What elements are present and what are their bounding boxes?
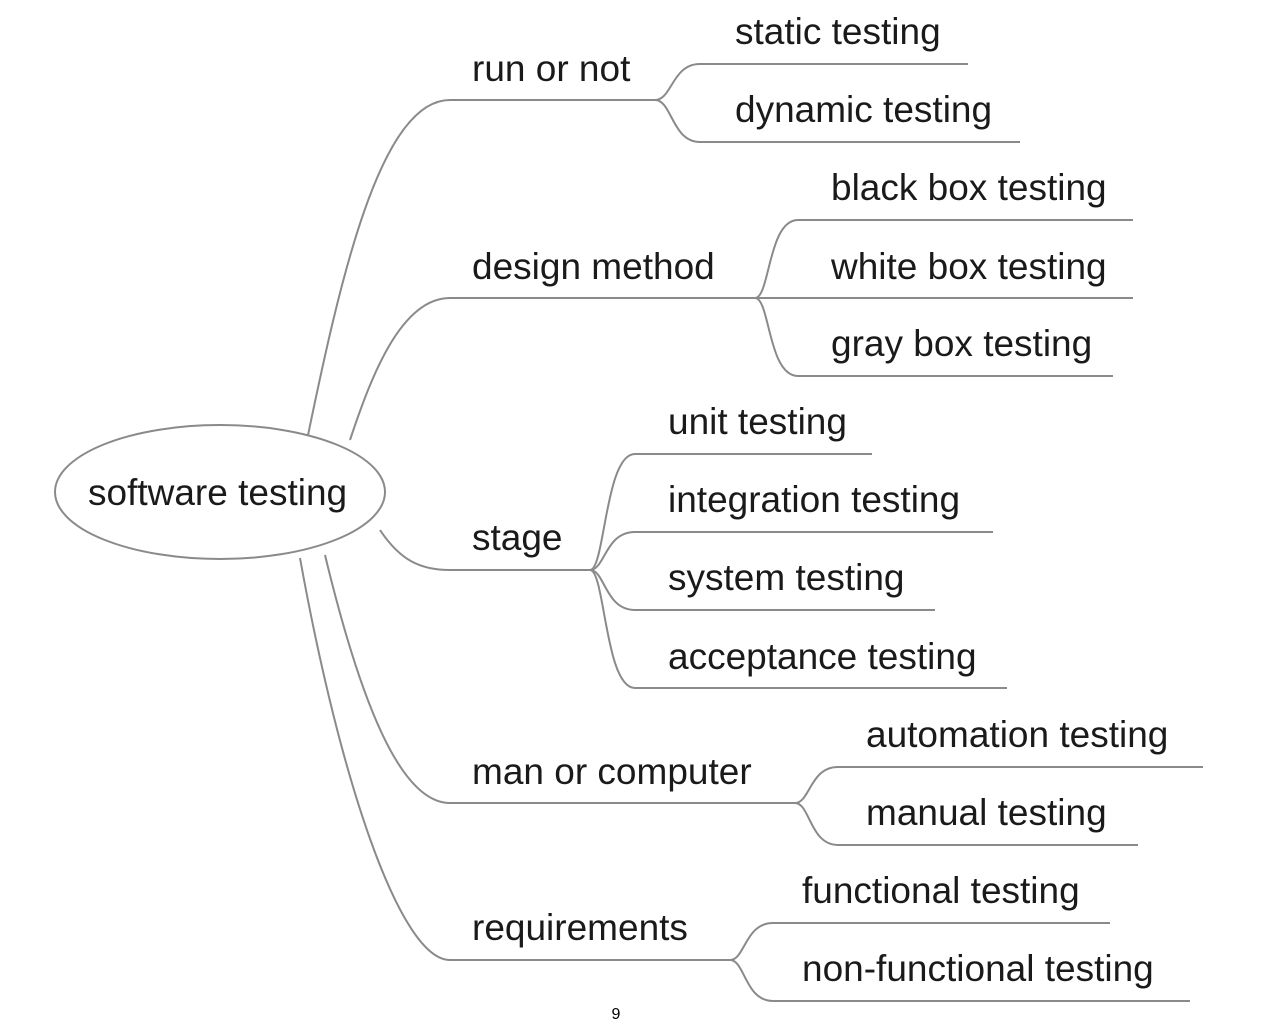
edge-root-man-or-computer: [324, 554, 795, 804]
leaf-connectors: [589, 63, 1203, 1002]
branch-labels: run or not design method stage man or co…: [472, 48, 752, 948]
edge-run-static: [654, 63, 968, 101]
leaf-label-dynamic-testing: dynamic testing: [735, 89, 992, 130]
edge-root-design-method: [349, 297, 755, 441]
leaf-label-system-testing: system testing: [668, 557, 904, 598]
edge-root-stage: [379, 529, 590, 571]
edge-req-nonfunctional: [729, 959, 1190, 1002]
edge-man-manual: [794, 802, 1138, 846]
edge-root-requirements: [299, 557, 730, 961]
root-node: software testing: [54, 424, 386, 560]
edge-design-gray: [754, 297, 1113, 377]
edge-req-functional: [729, 922, 1110, 961]
branch-label-requirements: requirements: [472, 907, 688, 948]
edge-stage-integration: [589, 531, 993, 571]
edge-stage-system: [589, 569, 935, 611]
branch-label-stage: stage: [472, 517, 563, 558]
branch-label-man-or-computer: man or computer: [472, 751, 752, 792]
edge-man-automation: [794, 766, 1203, 804]
edge-root-run-or-not: [306, 99, 655, 441]
edge-run-dynamic: [654, 99, 1020, 143]
edge-stage-unit: [589, 453, 872, 571]
root-connectors: [299, 99, 795, 961]
page-number: 9: [612, 1006, 621, 1023]
leaf-label-black-box-testing: black box testing: [831, 167, 1107, 208]
leaf-label-acceptance-testing: acceptance testing: [668, 636, 977, 677]
branch-label-run-or-not: run or not: [472, 48, 631, 89]
edge-stage-acceptance: [589, 569, 1007, 689]
leaf-label-non-functional-testing: non-functional testing: [802, 948, 1154, 989]
leaf-label-manual-testing: manual testing: [866, 792, 1107, 833]
branch-label-design-method: design method: [472, 246, 715, 287]
root-label: software testing: [88, 472, 347, 513]
leaf-label-automation-testing: automation testing: [866, 714, 1168, 755]
edge-design-black: [754, 219, 1133, 299]
leaf-label-white-box-testing: white box testing: [830, 246, 1107, 287]
leaf-labels: static testing dynamic testing black box…: [668, 11, 1168, 989]
leaf-label-gray-box-testing: gray box testing: [831, 323, 1092, 364]
root-ellipse: [54, 424, 386, 560]
leaf-label-static-testing: static testing: [735, 11, 941, 52]
leaf-label-functional-testing: functional testing: [802, 870, 1080, 911]
leaf-label-unit-testing: unit testing: [668, 401, 847, 442]
leaf-label-integration-testing: integration testing: [668, 479, 960, 520]
